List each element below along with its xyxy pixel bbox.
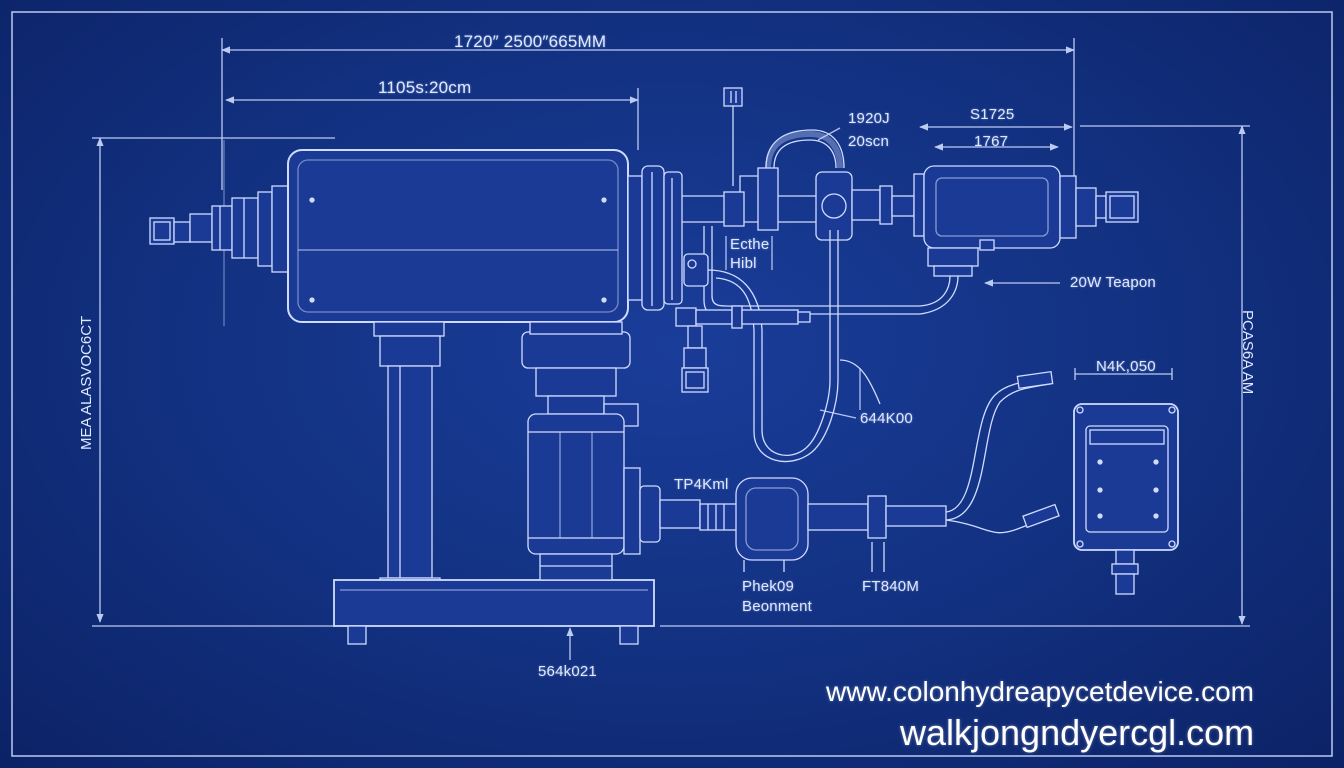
dim-top-inner: 1105s:20cm [378, 78, 472, 97]
dim-left-vertical: MEA ALASVOC6CT [78, 315, 95, 450]
upper-pipework [682, 129, 925, 241]
dim-top-overall: 1720″ 2500″665MM [454, 32, 607, 51]
callout-hose: 644K00 [860, 410, 913, 427]
dim-right-inner: 1767 [974, 133, 1009, 150]
callout-coupling-line2: Beonment [742, 598, 812, 615]
dim-right-outer: S1725 [970, 106, 1015, 123]
watermark-url-1: www.colonhydreapycetdevice.com [826, 676, 1254, 707]
main-cylinder [287, 149, 629, 323]
sheet-border [11, 11, 1333, 757]
right-motor [923, 165, 1139, 277]
pump-column [521, 321, 639, 581]
leader-lines [725, 127, 861, 419]
gauge-icon [723, 87, 743, 107]
tube-loops [703, 226, 959, 463]
dimension-lines [92, 38, 1250, 660]
controller-hose [945, 370, 1060, 534]
cylinder-flange [627, 165, 683, 311]
dim-right-vertical: PCAS6A AM [1239, 310, 1256, 395]
dim-base: 564k021 [538, 663, 597, 680]
callout-fitting: FT840M [862, 578, 920, 595]
left-end-fitting [149, 185, 289, 273]
callout-pump-arrow: 20W Teapon [1070, 274, 1156, 291]
controller-box [1073, 403, 1179, 595]
lower-shaft [623, 467, 947, 572]
dim-pipe-upper: 1920J [848, 110, 890, 127]
callout-shaft: TP4Kml [674, 476, 729, 493]
callout-coupling-line1: Phek09 [742, 578, 795, 595]
callout-valve-line1: Ecthe [730, 236, 770, 253]
support-column [373, 321, 445, 587]
callout-valve-line2: Hibl [730, 255, 757, 272]
callout-box: N4K,050 [1096, 358, 1156, 375]
base-plate [333, 579, 655, 645]
watermark-url-2: walkjongndyercgl.com [900, 712, 1255, 753]
valve-cluster [675, 253, 811, 393]
dim-pipe-lower: 20scn [848, 133, 890, 150]
